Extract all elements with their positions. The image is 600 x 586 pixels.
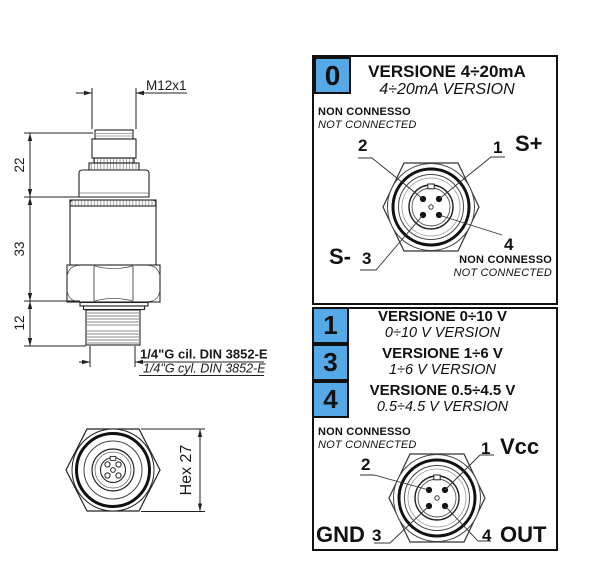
version-code-badge: 0 xyxy=(314,57,351,94)
pin4-label: 4 xyxy=(482,526,492,545)
pin3-label: 3 xyxy=(372,526,382,545)
version-title-block: VERSIONE 0.5÷4.5 V 0.5÷4.5 V VERSION xyxy=(349,383,558,415)
dim-22-label: 22 xyxy=(12,157,27,172)
voltage-version-list: 1 VERSIONE 0÷10 V 0÷10 V VERSION 3 VERSI… xyxy=(312,307,558,418)
panel-title-block: VERSIONE 4÷20mA 4÷20mA VERSION xyxy=(354,62,540,99)
version-title-it: VERSIONE 0.5÷4.5 V xyxy=(369,382,516,400)
version-row: 3 VERSIONE 1÷6 V 1÷6 V VERSION xyxy=(312,344,558,381)
hex-nut xyxy=(66,264,161,303)
panel-version-voltage: 1 VERSIONE 0÷10 V 0÷10 V VERSION 3 VERSI… xyxy=(312,307,558,551)
thread-size-label: M12x1 xyxy=(146,78,187,93)
dim-33-label: 33 xyxy=(12,241,27,256)
version-title-en: 0.5÷4.5 V VERSION xyxy=(376,398,509,415)
not-connected-note-pin2: NON CONNESSO NOT CONNECTED xyxy=(318,426,417,452)
version-title-block: VERSIONE 0÷10 V 0÷10 V VERSION xyxy=(349,309,558,341)
pin3-signal-label: S- xyxy=(329,244,351,269)
plug-body xyxy=(91,138,137,159)
not-connected-en: NOT CONNECTED xyxy=(318,438,417,451)
connector-pinout-voltage xyxy=(360,452,494,544)
pin-leader-lines xyxy=(360,454,494,544)
sensor-side-view xyxy=(66,129,161,346)
hex-size-label: Hex 27 xyxy=(178,445,195,496)
not-connected-note-pin2: NON CONNESSO NOT CONNECTED xyxy=(318,106,417,132)
pin-leader-lines xyxy=(358,156,505,271)
version-row: 4 VERSIONE 0.5÷4.5 V 0.5÷4.5 V VERSION xyxy=(312,381,558,418)
version-code-badge: 3 xyxy=(312,344,349,381)
plug-top-ring xyxy=(94,129,134,140)
version-code: 4 xyxy=(323,384,338,414)
pin2-label: 2 xyxy=(361,455,371,474)
pin1-label: 1 xyxy=(493,138,503,157)
version-title-it: VERSIONE 0÷10 V xyxy=(377,308,508,326)
sensor-technical-drawing: M12x1 22 33 12 1/4"G cil. DIN 3852-E 1/4… xyxy=(12,78,268,512)
pin1-signal-label: Vcc xyxy=(500,434,540,459)
not-connected-en: NOT CONNECTED xyxy=(453,266,552,279)
panel-version-current: 0 VERSIONE 4÷20mA 4÷20mA VERSION NON CON… xyxy=(312,55,558,305)
connector-pinout-current xyxy=(358,156,505,271)
version-code: 1 xyxy=(323,310,338,340)
pin4-signal-label: OUT xyxy=(500,522,547,547)
front-view-pins xyxy=(104,461,122,479)
not-connected-note-pin4: NON CONNESSO NOT CONNECTED xyxy=(453,254,552,280)
pin1-signal-label: S+ xyxy=(515,131,543,156)
version-title-en: 0÷10 V VERSION xyxy=(384,324,501,341)
version-code: 3 xyxy=(323,347,338,377)
port-thread-label-it: 1/4"G cil. DIN 3852-E xyxy=(140,347,268,362)
upper-housing xyxy=(78,169,150,198)
version-code: 0 xyxy=(324,59,341,91)
dim-12-label: 12 xyxy=(12,315,27,330)
version-title-it: VERSIONE 1÷6 V xyxy=(382,345,503,363)
version-code-badge: 1 xyxy=(312,307,349,344)
pin2-label: 2 xyxy=(358,136,368,155)
version-title-en: 4÷20mA VERSION xyxy=(379,81,515,99)
keyway-notch-front xyxy=(109,455,117,461)
knurled-collar xyxy=(88,162,140,171)
not-connected-it: NON CONNESSO xyxy=(459,254,552,266)
dimension-arrows xyxy=(27,90,144,365)
not-connected-it: NON CONNESSO xyxy=(318,426,411,438)
hex-dimension xyxy=(141,428,205,512)
version-title-block: VERSIONE 1÷6 V 1÷6 V VERSION xyxy=(349,346,558,378)
version-code-badge: 4 xyxy=(312,381,349,418)
pin3-signal-label: GND xyxy=(316,522,365,547)
version-title-en: 1÷6 V VERSION xyxy=(388,361,497,378)
main-housing xyxy=(69,199,157,266)
not-connected-it: NON CONNESSO xyxy=(318,106,411,118)
not-connected-en: NOT CONNECTED xyxy=(318,118,417,131)
pin1-label: 1 xyxy=(481,439,491,458)
port-thread-label-en: 1/4"G cyl. DIN 3852-E xyxy=(143,362,266,376)
version-row: 1 VERSIONE 0÷10 V 0÷10 V VERSION xyxy=(312,307,558,344)
dimension-lines xyxy=(24,88,264,376)
version-title-it: VERSIONE 4÷20mA xyxy=(368,62,526,81)
pin3-label: 3 xyxy=(362,249,372,268)
pin4-label: 4 xyxy=(504,235,514,254)
sensor-front-view xyxy=(65,428,205,512)
